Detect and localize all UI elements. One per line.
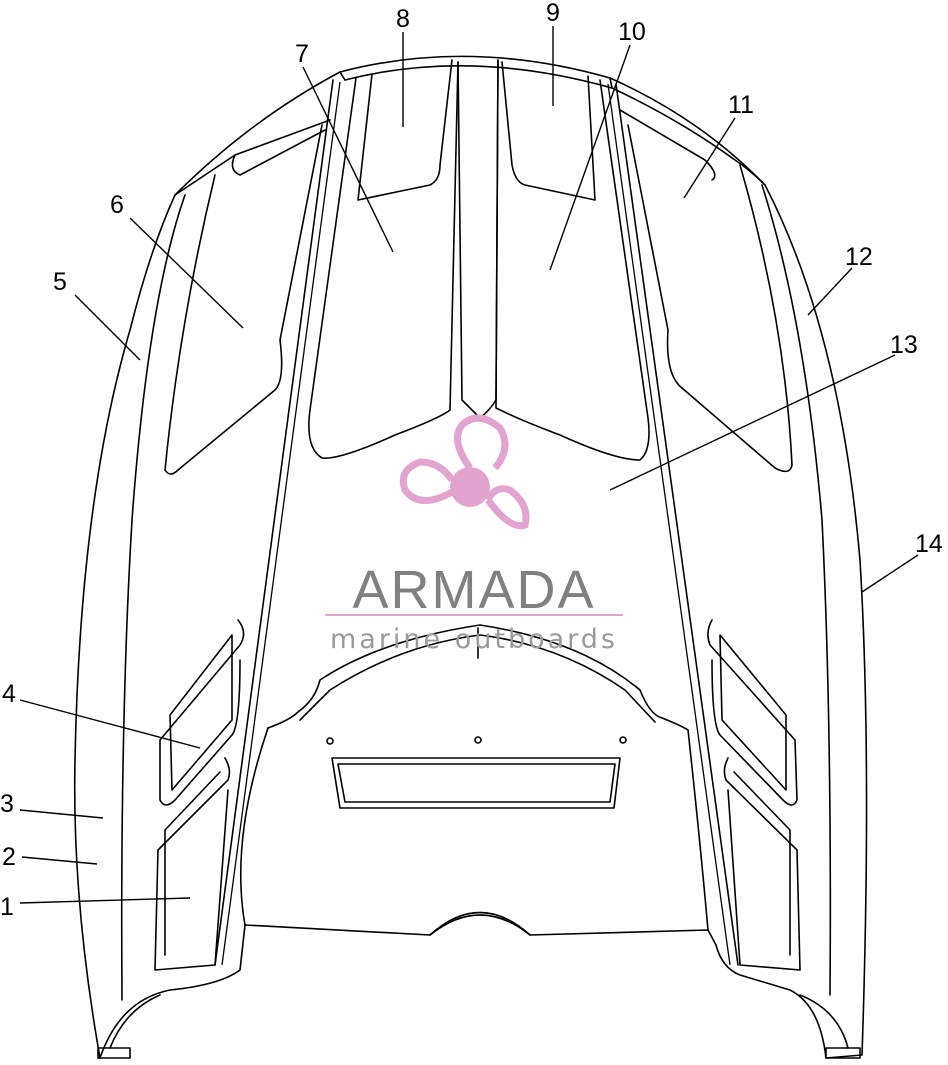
left-shoulder-band [231,129,326,176]
seam-right-inner [607,83,731,966]
centre-spine [457,59,499,419]
right-foot-lip [799,994,849,1049]
callout-8-label: 8 [396,5,410,33]
hood-inner-outline-right [761,184,832,996]
left-lower-vent-upper [159,619,245,806]
callout-7-label: 7 [295,40,309,68]
lower-arch-inner [299,634,656,723]
watermark-tagline: marine outboards [330,624,618,655]
right-side-stripe [627,124,793,473]
callout-3-label: 3 [0,790,14,818]
right-lower-vent-lower-inner [733,771,791,956]
callout-5: 5 [53,268,141,361]
armada-watermark: ARMADA marine outboards [325,414,623,655]
spine-right-seam [615,83,739,966]
plate-screw-right [619,736,627,744]
name-plate-recess [331,757,621,809]
callout-12: 12 [807,243,873,316]
callout-4-label: 4 [2,680,16,708]
callout-6: 6 [110,191,244,329]
left-lower-vent-lower-inner [164,771,221,956]
left-side-stripe [164,124,323,475]
callout-6-label: 6 [110,191,124,219]
left-vent-8 [357,59,453,201]
callout-14: 14 [861,530,943,593]
hood-crest [344,65,613,89]
right-scoop [495,59,650,461]
callout-3: 3 [0,790,104,819]
right-lower-vent-lower [723,757,801,971]
callout-4: 4 [2,680,201,749]
callout-1-label: 1 [0,893,14,921]
callout-2: 2 [2,843,98,871]
callout-9: 9 [546,0,560,106]
name-plate-inner [337,763,616,803]
left-foot [97,1047,131,1059]
callouts: 1 2 3 4 5 6 7 8 [0,0,943,921]
callout-10: 10 [549,18,646,271]
callout-8: 8 [396,5,410,127]
right-shoulder-edge [611,87,766,186]
callout-9-label: 9 [546,0,560,27]
propeller-blade-top [454,414,509,471]
left-lower-vent-upper-inner [169,634,233,791]
right-lower-vent-upper [707,619,798,806]
plate-screw-left [326,737,334,745]
right-lower-vent-upper-inner [719,634,787,791]
callout-5-label: 5 [53,268,67,296]
callout-12-label: 12 [845,243,873,271]
left-foot-lip [109,994,161,1049]
callout-13-label: 13 [890,331,918,359]
callout-10-label: 10 [618,18,646,46]
left-lower-vent-lower [154,757,231,971]
left-scoop [308,61,459,459]
callout-14-label: 14 [915,530,943,558]
seam-left-inner [221,81,341,966]
callout-13: 13 [609,331,918,491]
lower-panel [239,727,709,931]
hood-crest-right [609,77,613,89]
callout-11-label: 11 [728,91,754,119]
spine-left-seam [214,79,334,966]
callout-7: 7 [295,40,394,253]
propeller-hub [450,467,490,507]
callout-11: 11 [683,91,754,199]
hood-crest-left [339,71,346,81]
callout-1: 1 [0,893,191,921]
right-vent-9 [501,61,596,201]
callout-2-label: 2 [2,843,16,871]
propeller-icon [399,414,530,530]
hood-outer-outline [73,55,868,1059]
bottom-centre-notch [429,911,531,936]
propeller-blade-right [484,485,530,530]
hood-drawing [73,55,868,1059]
right-shoulder-band [619,109,716,181]
propeller-blade-left [399,458,455,504]
lower-arch [267,624,689,731]
left-shoulder-edge [174,119,331,196]
watermark-brand: ARMADA [352,560,595,620]
plate-screw-centre [474,736,482,744]
hood-inner-outline-left [120,194,186,1001]
right-foot [825,1047,861,1059]
